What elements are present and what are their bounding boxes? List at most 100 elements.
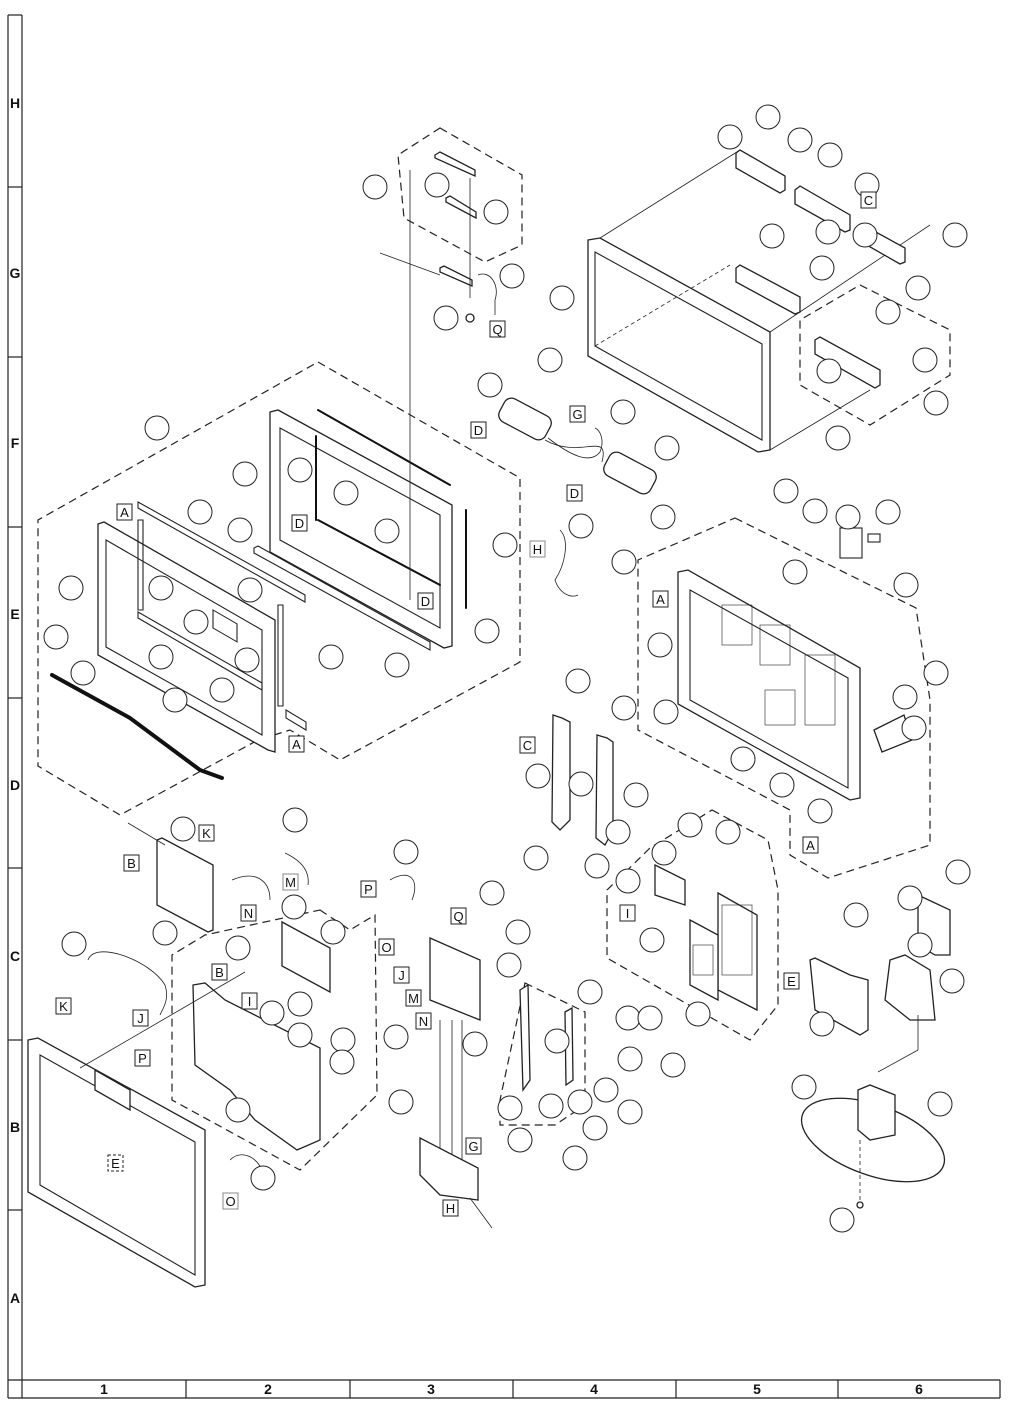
callout-circle [577, 979, 603, 1005]
col-label-2: 2 [264, 1381, 272, 1397]
callout-circle [835, 504, 861, 530]
callout-circle [232, 461, 258, 487]
reference-tag-label: E [787, 974, 796, 989]
row-label-d: D [10, 777, 20, 793]
callout-circle [942, 222, 968, 248]
front-bezel [253, 409, 467, 651]
reference-tag-d: D [291, 514, 308, 532]
reference-tag-label: H [533, 542, 542, 557]
callout-circle [769, 772, 795, 798]
reference-tag-label: D [421, 594, 430, 609]
callout-circle [617, 1046, 643, 1072]
reference-tag-k: K [198, 824, 215, 842]
reference-tag-label: A [656, 592, 665, 607]
callout-circle [717, 124, 743, 150]
reference-tag-label: K [59, 999, 68, 1014]
reference-tag-label: C [523, 738, 532, 753]
callout-circle [362, 174, 388, 200]
main-board [192, 920, 331, 1151]
reference-tag-label: G [572, 407, 582, 422]
reference-tag-p: P [134, 1049, 151, 1067]
callout-circle [544, 1028, 570, 1054]
reference-tag-label: J [398, 968, 405, 983]
callout-circle [383, 1024, 409, 1050]
reference-tag-label: O [381, 940, 391, 955]
callout-circle [496, 952, 522, 978]
callout-circle [225, 1097, 251, 1123]
callout-circle [807, 798, 833, 824]
reference-tag-label: O [225, 1194, 235, 1209]
callout-circle [209, 677, 235, 703]
callout-circle [802, 498, 828, 524]
callout-circle [582, 1115, 608, 1141]
av-board [429, 937, 481, 1168]
callout-circle [816, 358, 842, 384]
row-label-b: B [10, 1119, 20, 1135]
key-unit-group [397, 127, 523, 263]
reference-tag-label: I [248, 994, 252, 1009]
reference-tag-k: K [55, 997, 72, 1015]
reference-tag-label: J [137, 1011, 144, 1026]
callout-circle [567, 1089, 593, 1115]
callout-circle [162, 687, 188, 713]
reference-tag-a: A [116, 503, 133, 521]
callout-circle [144, 415, 170, 441]
reference-tag-label: A [120, 505, 129, 520]
reference-tag-label: P [364, 882, 373, 897]
reference-tag-d: D [417, 592, 434, 610]
callout-circle [505, 919, 531, 945]
callout-circle [815, 219, 841, 245]
reference-tag-label: N [419, 1014, 428, 1029]
callout-circle [287, 991, 313, 1017]
callout-circle [759, 223, 785, 249]
callout-circle [549, 285, 575, 311]
callout-circle [318, 644, 344, 670]
reference-tag-o: O [378, 938, 395, 956]
callout-circle [897, 885, 923, 911]
reference-tag-c: C [860, 191, 877, 209]
callout-circle [483, 199, 509, 225]
callout-circle [773, 478, 799, 504]
callout-circle [148, 644, 174, 670]
callout-circle [912, 347, 938, 373]
reference-tag-label: D [295, 516, 304, 531]
callout-circle [817, 142, 843, 168]
callout-circle [782, 559, 808, 585]
col-label-3: 3 [427, 1381, 435, 1397]
callout-circle [945, 859, 971, 885]
main-board-group [171, 909, 378, 1171]
callout-circle [829, 1207, 855, 1233]
reference-tag-g: G [465, 1137, 482, 1155]
stand-screw [856, 1201, 864, 1209]
callout-circle [615, 868, 641, 894]
callout-circle [905, 275, 931, 301]
callout-circle [611, 695, 637, 721]
callout-circle [281, 894, 307, 920]
rear-cabinet-group [637, 517, 931, 879]
callout-circle [875, 299, 901, 325]
reference-tag-q: Q [489, 320, 506, 338]
callout-circle [388, 1089, 414, 1115]
callout-circle [852, 222, 878, 248]
reference-tag-c: C [519, 736, 536, 754]
stand-brackets [551, 714, 614, 846]
callout-circle [660, 1052, 686, 1078]
callout-circle [939, 968, 965, 994]
callout-circle [537, 347, 563, 373]
callout-circle [477, 372, 503, 398]
reference-tag-d: D [470, 421, 487, 439]
reference-tag-a: A [802, 836, 819, 854]
callout-circle [152, 920, 178, 946]
power-unit-group [606, 809, 779, 1041]
reference-tag-label: Q [453, 909, 463, 924]
callout-circle [584, 853, 610, 879]
reference-tag-p: P [360, 880, 377, 898]
callout-circle [433, 305, 459, 331]
reference-tag-label: I [626, 906, 630, 921]
callout-circle [791, 1074, 817, 1100]
reference-tag-label: E [111, 1156, 120, 1171]
row-label-c: C [10, 948, 20, 964]
callout-circle [565, 668, 591, 694]
callout-circle [183, 609, 209, 635]
callout-circle [647, 632, 673, 658]
